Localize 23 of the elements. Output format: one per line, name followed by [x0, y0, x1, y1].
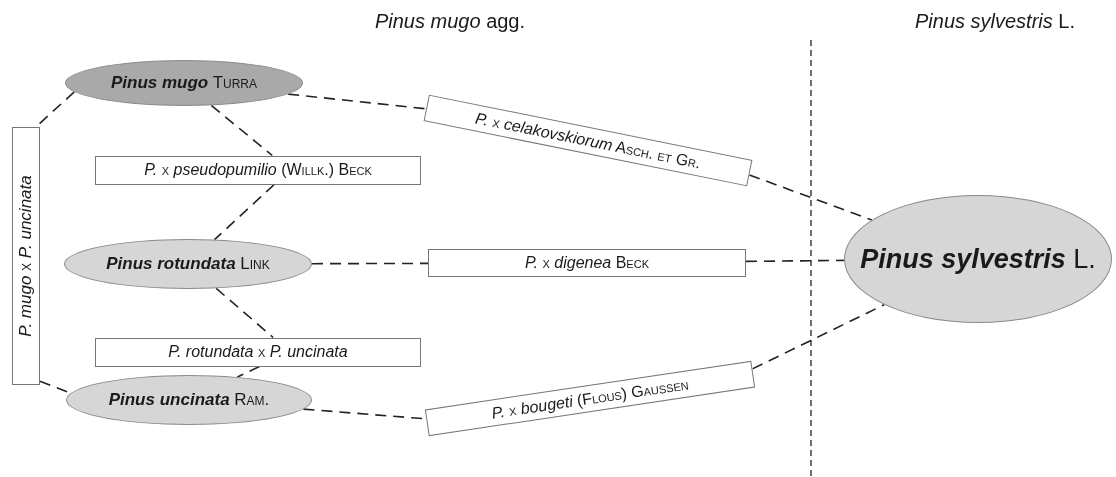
dashed-connector — [751, 303, 885, 370]
dashed-connector — [215, 287, 274, 339]
species-name: Pinus rotundata Link — [106, 254, 270, 274]
hybrid-box — [12, 127, 40, 385]
group-heading: Pinus sylvestris L. — [914, 10, 1076, 33]
dashed-connector — [311, 262, 429, 265]
hybrid-box — [95, 337, 421, 367]
hybrid-name: P. rotundata x P. uncinata — [168, 343, 348, 361]
species-name: Pinus mugo Turra — [110, 73, 258, 93]
hybrid-box — [95, 155, 421, 185]
hybrid-name: P. x digenea Beck — [525, 254, 649, 272]
hybrid-name: P. x bougeti (Flous) Gaussen — [490, 374, 690, 422]
dashed-connector — [748, 174, 873, 221]
hybrid-name: P. x pseudopumilio (Willk.) Beck — [144, 161, 372, 179]
hybrid-name: P. mugo x P. uncinata — [16, 175, 36, 337]
group-heading: Pinus mugo agg. — [374, 10, 526, 33]
dashed-connector — [213, 183, 276, 241]
dashed-connector — [236, 365, 261, 378]
dashed-connector — [210, 104, 274, 157]
species-name: Pinus sylvestris L. — [860, 243, 1096, 275]
hybrid-box — [428, 249, 746, 277]
dashed-connector — [745, 259, 845, 263]
species-name: Pinus uncinata Ram. — [108, 390, 270, 410]
